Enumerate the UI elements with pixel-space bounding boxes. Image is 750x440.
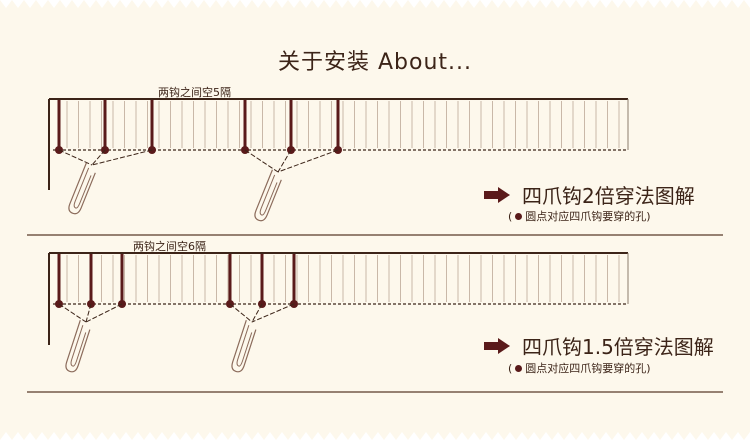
method-note-1: ( 圆点对应四爪钩要穿的孔) bbox=[508, 208, 651, 224]
diagram-one-point-five-fold bbox=[27, 252, 723, 393]
method-title-text-1: 四爪钩2倍穿法图解 bbox=[522, 184, 695, 208]
diagram-two-fold bbox=[27, 98, 723, 236]
page-title: 关于安装 About... bbox=[277, 50, 473, 75]
curtain-hook-icon bbox=[65, 319, 91, 373]
method-note-2: ( 圆点对应四爪钩要穿的孔) bbox=[508, 360, 651, 376]
hook-connector bbox=[58, 149, 93, 166]
method-note-text-2: 圆点对应四爪钩要穿的孔) bbox=[525, 362, 651, 375]
hook-connector bbox=[244, 149, 279, 173]
hook-connector bbox=[91, 149, 106, 166]
dot-marker-icon bbox=[515, 365, 523, 372]
hook-connector bbox=[251, 303, 295, 323]
hook-connector bbox=[277, 149, 339, 173]
method-note-text-1: 圆点对应四爪钩要穿的孔) bbox=[525, 210, 651, 223]
arrow-right-icon bbox=[484, 186, 510, 203]
spacing-note-2: 两钩之间空6隔 bbox=[133, 240, 206, 253]
curtain-hook-icon bbox=[231, 319, 257, 373]
curtain-hook-icon bbox=[68, 162, 96, 215]
spacing-note-1: 两钩之间空5隔 bbox=[158, 86, 231, 99]
hook-connector bbox=[58, 303, 87, 323]
hook-connector bbox=[277, 149, 292, 173]
hook-connector bbox=[85, 303, 92, 323]
hook-connector bbox=[229, 303, 253, 323]
hook-connector bbox=[251, 303, 263, 323]
method-note-open-2: ( bbox=[508, 362, 513, 375]
curtain-hook-icon bbox=[254, 169, 282, 222]
bottom-zigzag-border bbox=[0, 432, 750, 440]
method-title-1: 四爪钩2倍穿法图解 bbox=[484, 180, 695, 209]
dot-marker-icon bbox=[515, 213, 523, 220]
arrow-right-icon bbox=[484, 337, 510, 354]
method-title-text-2: 四爪钩1.5倍穿法图解 bbox=[522, 335, 714, 359]
method-title-2: 四爪钩1.5倍穿法图解 bbox=[484, 331, 714, 360]
hook-connector bbox=[91, 149, 153, 166]
method-note-open-1: ( bbox=[508, 210, 513, 223]
top-zigzag-border bbox=[0, 0, 750, 8]
